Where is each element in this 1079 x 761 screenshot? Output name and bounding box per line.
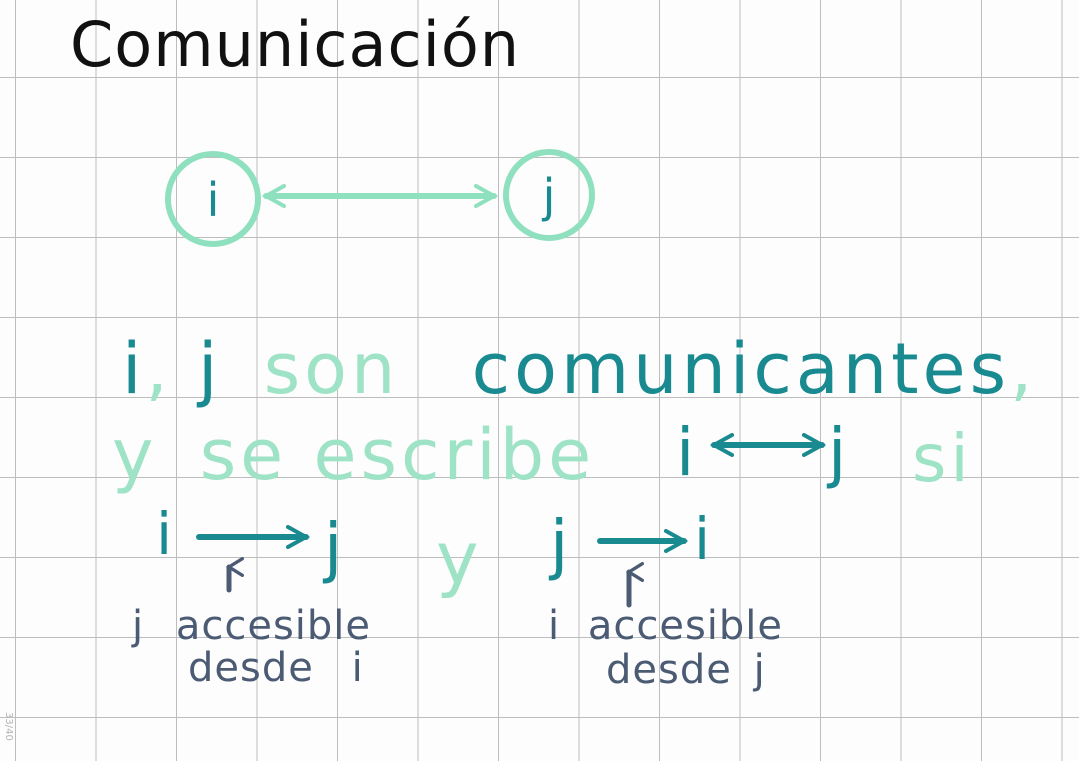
word-son: son — [263, 328, 400, 410]
node-i-circle — [165, 151, 261, 247]
statement-line-2: y se escribe — [112, 420, 595, 490]
statement-line-1: i, j son comunicantes, — [122, 334, 1036, 404]
note-var: j — [132, 603, 145, 649]
word-si: si — [912, 420, 973, 497]
note-right-line-1: i accesible — [548, 606, 783, 646]
comma: , — [145, 328, 172, 410]
note-word: desde — [188, 645, 314, 691]
notation-i: i — [676, 414, 695, 491]
condition-right-to: i — [694, 505, 711, 573]
note-left-line-2: desde i — [188, 648, 364, 688]
var-j: j — [197, 328, 222, 410]
condition-and: y — [436, 516, 479, 600]
page-number: 33/40 — [3, 712, 14, 741]
word-comunicantes: comunicantes — [471, 328, 1011, 410]
var-i: i — [122, 328, 146, 410]
notation-j: j — [828, 414, 847, 491]
note-word: desde — [606, 647, 732, 693]
note-word: accesible — [587, 603, 784, 649]
condition-right-from: j — [550, 506, 569, 583]
note-word: accesible — [175, 603, 372, 649]
note-right-line-2: desde j — [606, 650, 766, 690]
note-var: i — [351, 645, 364, 691]
node-j-label: j — [542, 169, 556, 223]
note-left-line-1: j accesible — [132, 606, 371, 646]
comma: , — [1010, 328, 1037, 410]
word-se-escribe: se escribe — [199, 414, 596, 496]
condition-left-to: j — [324, 509, 343, 586]
node-j-circle — [503, 149, 595, 241]
node-i-label: i — [207, 173, 220, 227]
word-y: y — [112, 414, 158, 496]
note-var: j — [753, 647, 766, 693]
condition-left-from: i — [156, 500, 173, 568]
note-var: i — [548, 603, 561, 649]
page-title: Comunicación — [70, 8, 521, 81]
